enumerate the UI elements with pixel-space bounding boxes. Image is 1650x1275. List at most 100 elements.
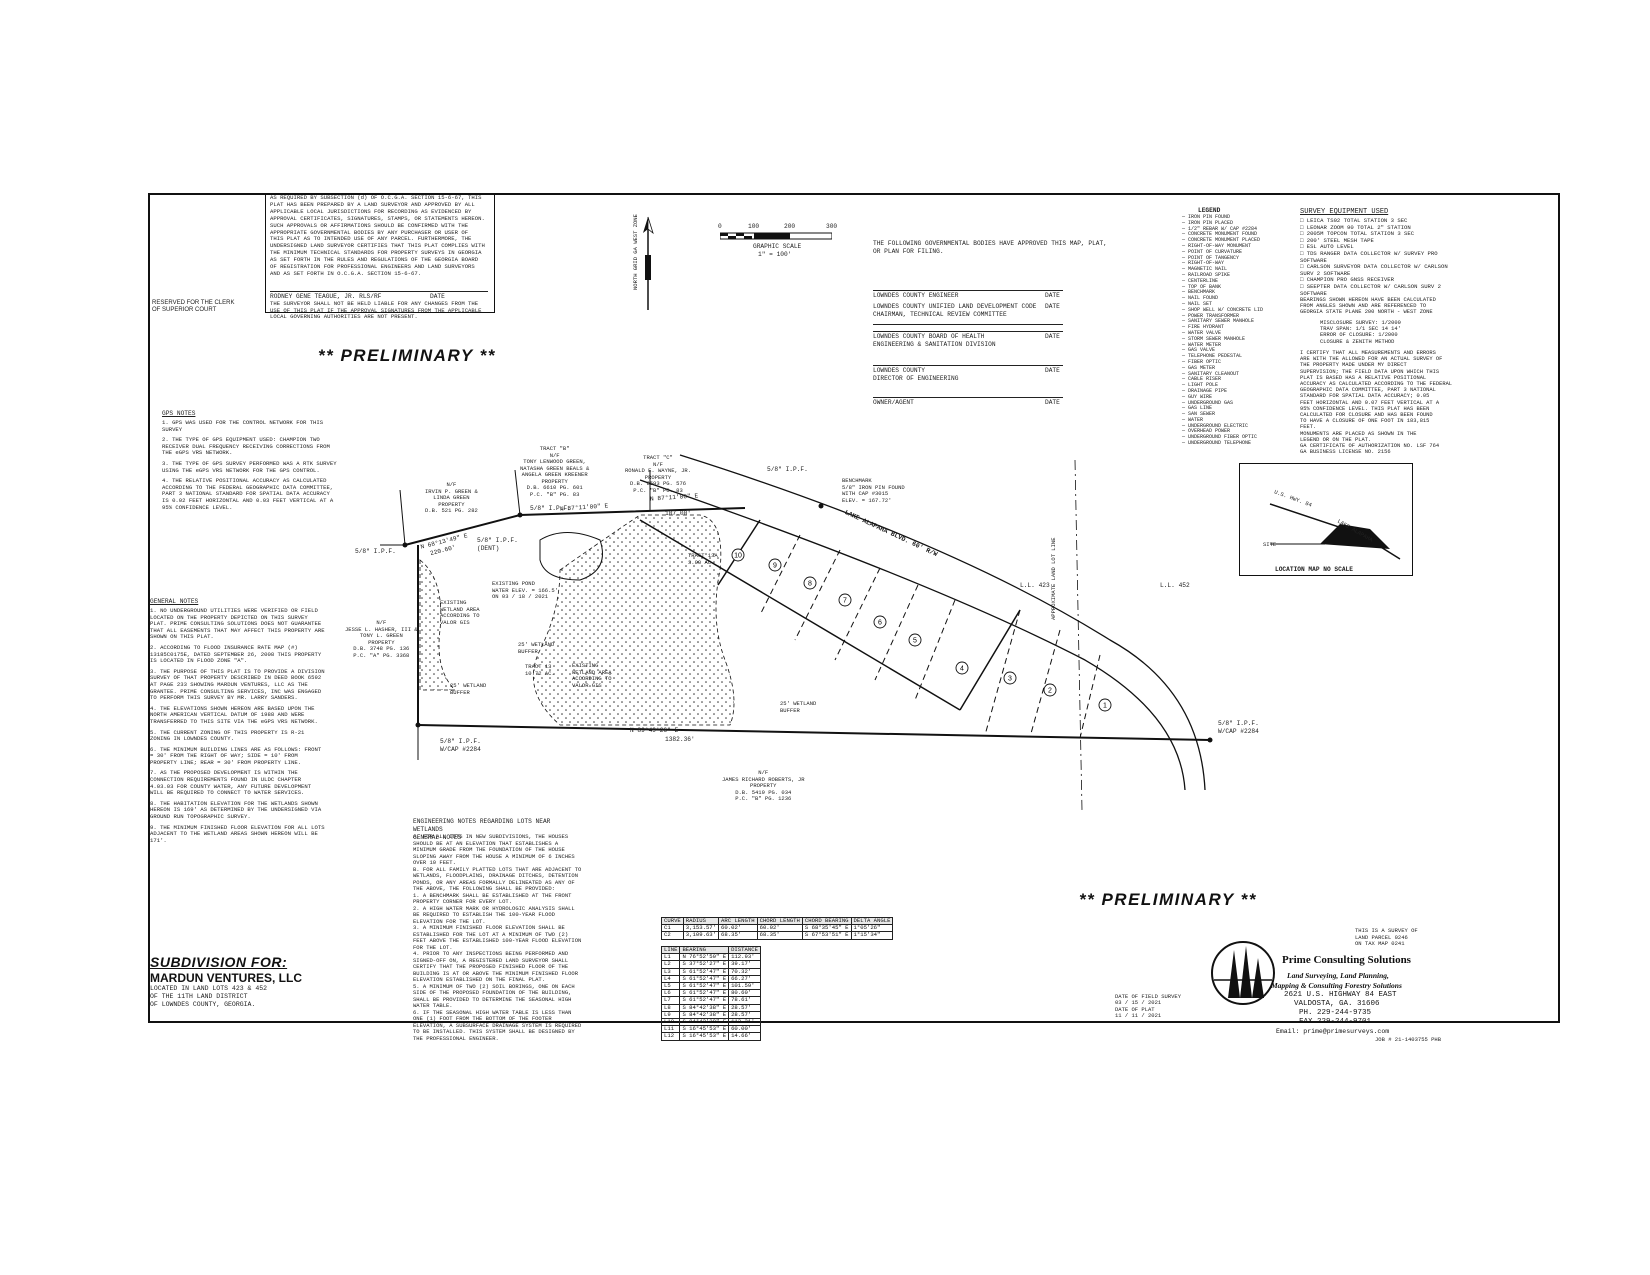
scale-tick-300: 300 [826,223,838,230]
subdivision-title: SUBDIVISION FOR: [150,954,288,970]
clerk-box-label: RESERVED FOR THE CLERK OF SUPERIOR COURT [152,300,235,313]
equipment-item: □ SEEPTER DATA COLLECTOR W/ CARLSON SURV… [1300,282,1445,297]
bearings-note: BEARINGS SHOWN HEREON HAVE BEEN CALCULAT… [1300,297,1436,316]
lot-number-circle [1098,698,1112,712]
table-cell: 1°05'26" [850,924,894,933]
lot-number: 10 [734,553,742,560]
table-cell: 66.27' [728,974,761,984]
table-cell: L11 [660,1025,681,1034]
land-lot-423-label: L.L. 423 [1020,582,1050,589]
scale-ratio: 1" = 100' [758,251,792,258]
general-note: 3. THE PURPOSE OF THIS PLAT IS TO PROVID… [150,667,328,702]
table-header-cell: DISTANCE [728,945,761,955]
legend-entry: — FIBER OPTIC [1182,358,1222,365]
firm-name: Prime Consulting Solutions [1282,954,1411,966]
lot-number: 2 [1048,688,1052,695]
legend-entry: — 1/2" REBAR W/ CAP #2284 [1182,225,1258,232]
approval-date: DATE [1045,367,1060,374]
general-note: 1. NO UNDERGROUND UTILITIES WERE VERIFIE… [150,607,328,641]
ipf-label-1: 5/8" I.P.F. [767,466,808,473]
bearing-south-label: N 89°49'26" E [630,727,679,734]
general-notes-list: 1. NO UNDERGROUND UTILITIES WERE VERIFIE… [150,607,328,848]
gps-notes-list: 1. GPS WAS USED FOR THE CONTROL NETWORK … [162,419,337,515]
lot-number: 3 [1008,676,1012,683]
distance-north-label: 107.00' [665,510,691,517]
engineering-notes-text: A. FOR ALL LOTS IN NEW SUBDIVISIONS, THE… [413,833,582,1042]
location-map-site: SITE [1263,541,1277,548]
equipment-item: □ LEONAR ZOOM 90 TOTAL 2" STATION [1300,223,1411,231]
approval-date: DATE [1045,399,1060,406]
table-header-cell: DELTA ANGLE [850,916,894,926]
general-note: 8. THE HABITATION ELEVATION FOR THE WETL… [150,799,325,821]
firm-phone: PH. 229-244-9735 [1299,1009,1372,1017]
firm-city: VALDOSTA, GA. 31606 [1294,1000,1380,1008]
legend-entry: — RIGHT-OF-WAY MONUMENT [1182,242,1252,249]
legend-entry: — OVERHEAD POWER [1182,428,1231,435]
legend-entry: — TELEPHONE PEDESTAL [1182,353,1243,360]
location-map-caption: LOCATION MAP NO SCALE [1275,566,1353,573]
certification-signer: RODNEY GENE TEAGUE, JR. RLS/RF [270,293,382,300]
legend-entry: — GUY WIRE [1182,393,1213,400]
gps-note: 2. THE TYPE OF GPS EQUIPMENT USED: CHAMP… [162,436,334,457]
legend-entry: — GAS VALVE [1182,347,1216,354]
legend-entry: — RIGHT-OF-WAY [1182,260,1225,267]
legend-entry: — GAS METER [1182,364,1216,371]
table-cell: 39.17' [728,960,761,969]
general-note: 9. THE MINIMUM FINISHED FLOOR ELEVATION … [150,823,328,844]
scale-tick-0: 0 [718,223,722,230]
approval-line [873,365,1063,366]
ipf-label-3: 5/8" I.P.F. [530,505,571,512]
legend-entry: — UNDERGROUND GAS [1182,399,1234,406]
table-cell: 112.93' [728,953,761,962]
survey-equipment-title: SURVEY EQUIPMENT USED [1300,208,1389,216]
table-header-cell: LINE [660,945,681,955]
legend-entry: — SANITARY SEWER MANHOLE [1182,318,1255,325]
wetland-label-1: EXISTING WETLAND AREA ACCORDING TO VALOR… [440,599,480,626]
approval-label: OWNER/AGENT [873,399,914,406]
approval-date: DATE [1045,303,1060,310]
table-cell: 101.59' [728,982,761,991]
gps-note: 1. GPS WAS USED FOR THE CONTROL NETWORK … [162,419,327,433]
lot-number: 7 [843,598,847,605]
legend-entry: — CONCRETE MONUMENT FOUND [1182,231,1258,238]
legend-entry: — CENTERLINE [1182,277,1219,284]
scale-tick-200: 200 [784,223,796,230]
lot-number-circle [1043,683,1057,697]
table-header-cell: CHORD LENGTH [756,916,803,926]
approval-label: LOWNDES COUNTY BOARD OF HEALTH ENGINEERI… [873,333,996,348]
approval-date: DATE [1045,292,1060,299]
ipf-label-5: 5/8" I.P.F. W/CAP #2284 [440,738,481,753]
lot-number-circle [768,558,782,572]
equipment-item: □ TDS RANGER DATA COLLECTOR W/ SURVEY PR… [1300,249,1441,264]
lot-number-circle [1003,671,1017,685]
road-row-south [639,479,1186,791]
table-cell: L10 [660,1018,681,1027]
legend-entry: — GAS LINE [1182,405,1213,412]
equipment-item: □ ESL AUTO LEVEL [1300,243,1354,251]
approval-label: LOWNDES COUNTY ENGINEER [873,292,959,299]
wetland-area [533,514,735,726]
equipment-item: □ LEICA TS02 TOTAL STATION 3 SEC [1300,217,1408,224]
lot-number-circle [731,548,745,562]
approval-line [873,324,1063,325]
legend-entry: — POINT OF CURVATURE [1182,248,1243,255]
approval-label: LOWNDES COUNTY DIRECTOR OF ENGINEERING [873,367,959,382]
legend-entry: — WATER METER [1182,341,1222,348]
general-note: 6. THE MINIMUM BUILDING LINES ARE AS FOL… [150,745,325,766]
lot-number: 6 [878,620,882,627]
general-note: 7. AS THE PROPOSED DEVELOPMENT IS WITHIN… [150,769,315,797]
lot-number-circle [873,615,887,629]
legend-entry: — NAIL SET [1182,300,1213,307]
general-note: 5. THE CURRENT ZONING OF THIS PROPERTY I… [150,728,308,743]
legend-entry: — MAGNETIC NAIL [1182,266,1228,273]
legend-entry: — STORM SEWER MANHOLE [1182,335,1246,342]
buffer-label-3: 25' WETLAND BUFFER [780,700,817,714]
